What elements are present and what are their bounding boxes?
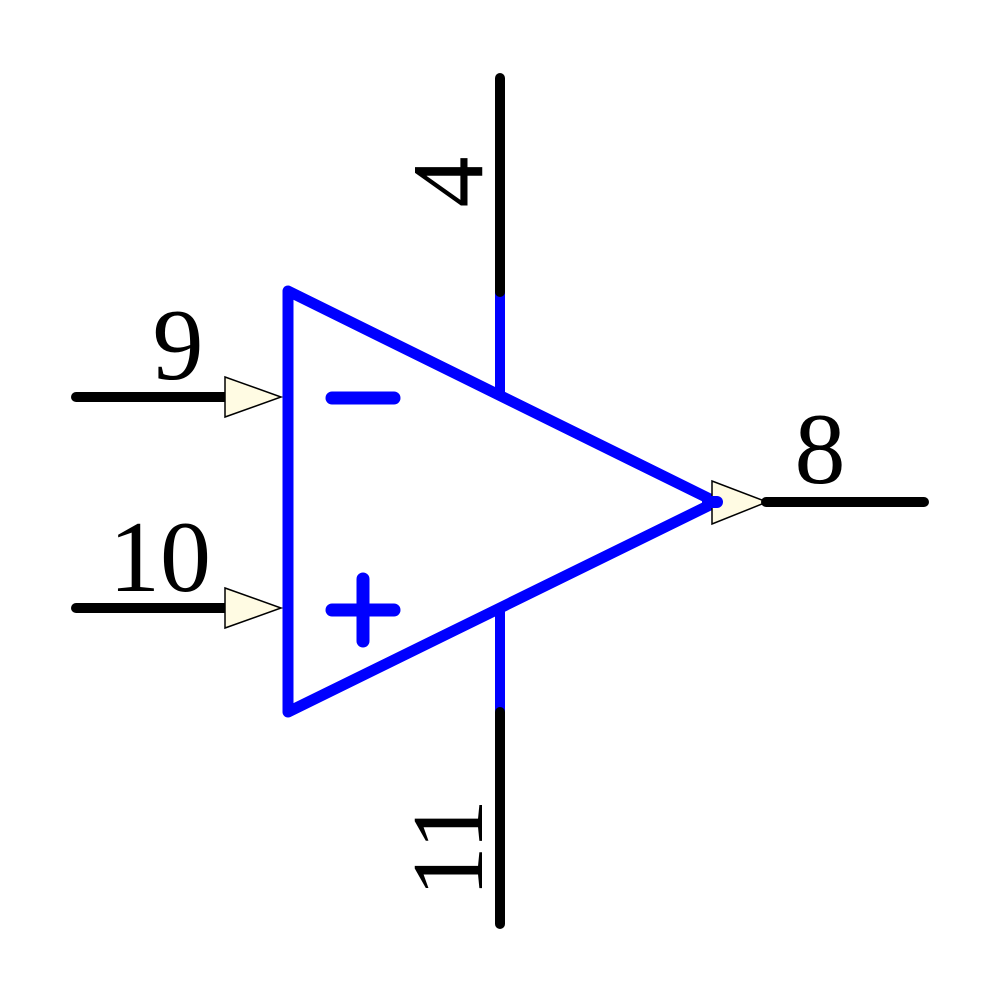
pin-10-arrowhead-icon	[224, 586, 284, 630]
pin-9-number: 9	[153, 289, 204, 402]
pin-non-inverting-input[interactable]: 10	[71, 501, 284, 630]
opamp-symbol[interactable]: 9 10 4 11 8	[71, 73, 929, 929]
pin-bottom-power[interactable]: 11	[392, 707, 505, 929]
pin-output[interactable]: 8	[702, 393, 929, 526]
pin-top-power[interactable]: 4	[392, 73, 505, 297]
pin-4-number: 4	[392, 157, 505, 208]
pin-inverting-input[interactable]: 9	[71, 289, 284, 419]
pin-10-number: 10	[109, 501, 211, 614]
pin-8-number: 8	[795, 393, 846, 506]
pin-9-arrowhead-icon	[224, 375, 284, 419]
plus-icon	[325, 572, 401, 648]
pin-11-number: 11	[392, 799, 505, 897]
